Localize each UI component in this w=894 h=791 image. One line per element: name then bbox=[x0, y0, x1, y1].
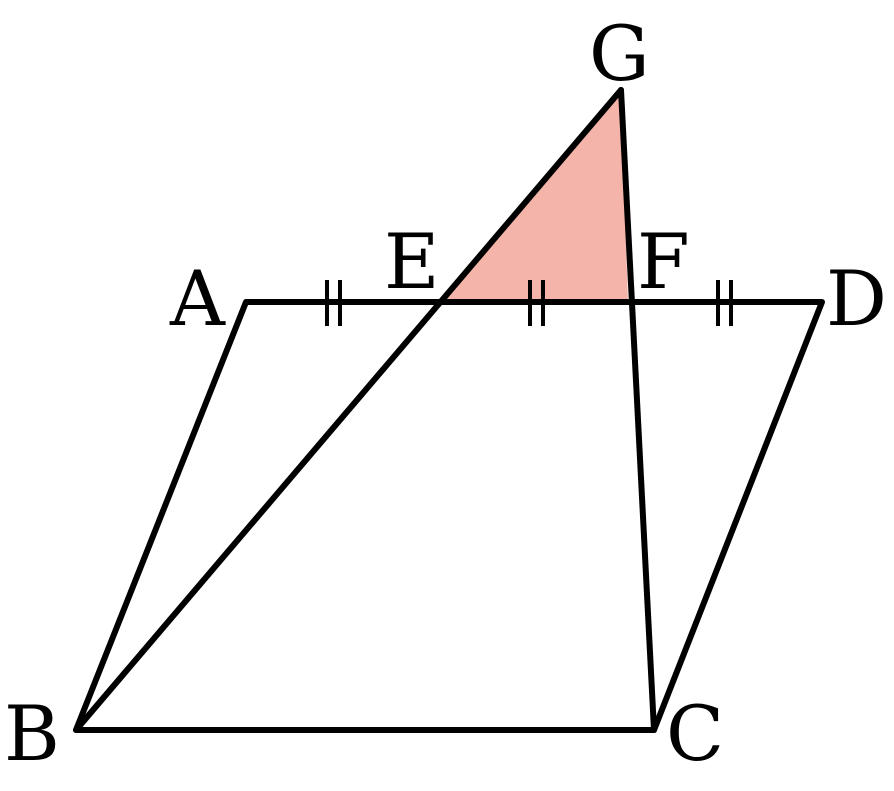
segment-bg bbox=[73, 87, 624, 733]
label-point-b: B bbox=[4, 689, 60, 778]
tick-mark-ae bbox=[325, 280, 342, 326]
label-point-g: G bbox=[589, 9, 650, 98]
label-point-c: C bbox=[666, 689, 724, 778]
label-point-a: A bbox=[169, 254, 226, 343]
tick-mark-fd bbox=[716, 280, 733, 326]
label-point-e: E bbox=[384, 217, 439, 306]
parallelogram-abcd bbox=[73, 299, 825, 733]
label-point-d: D bbox=[826, 254, 887, 343]
segment-gc bbox=[618, 87, 657, 733]
label-point-f: F bbox=[637, 217, 690, 306]
tick-mark-ef bbox=[528, 280, 545, 326]
